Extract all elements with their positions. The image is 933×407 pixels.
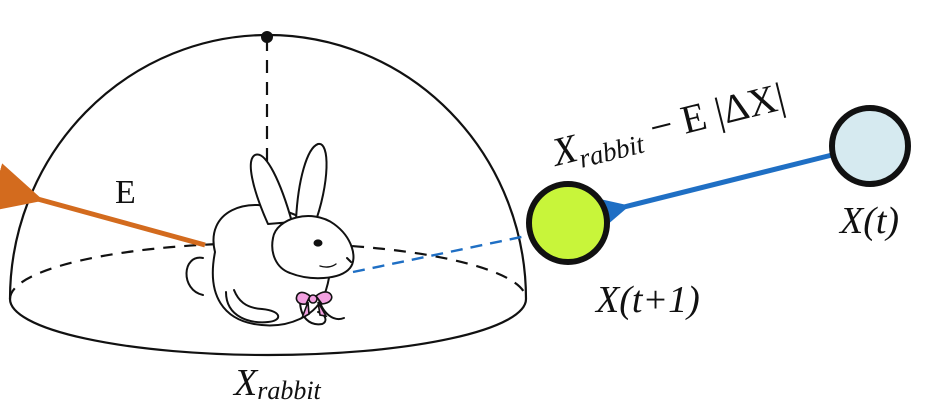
- dashed-link-line: [352, 234, 527, 274]
- next-position-label: X(t+1): [594, 279, 700, 321]
- current-position-label: X(t): [838, 200, 899, 242]
- dome-base-front: [8, 298, 528, 357]
- next-position-node: [526, 181, 610, 265]
- apex-dot: [261, 31, 273, 43]
- formula-rest: − E |ΔX|: [635, 73, 789, 152]
- formula-subscript: rabbit: [576, 128, 649, 173]
- energy-label: E: [115, 174, 136, 211]
- dome-base-back: [8, 241, 528, 300]
- dome-label: Xrabbit: [232, 362, 322, 405]
- update-formula-label: Xrabbit − E |ΔX|: [545, 73, 790, 180]
- dome-label-main: X: [232, 362, 259, 404]
- movement-arrow: [575, 152, 833, 242]
- dome-label-subscript: rabbit: [257, 376, 321, 405]
- bow-icon: [295, 291, 333, 320]
- energy-arrow: [0, 163, 206, 248]
- current-position-node: [829, 105, 911, 187]
